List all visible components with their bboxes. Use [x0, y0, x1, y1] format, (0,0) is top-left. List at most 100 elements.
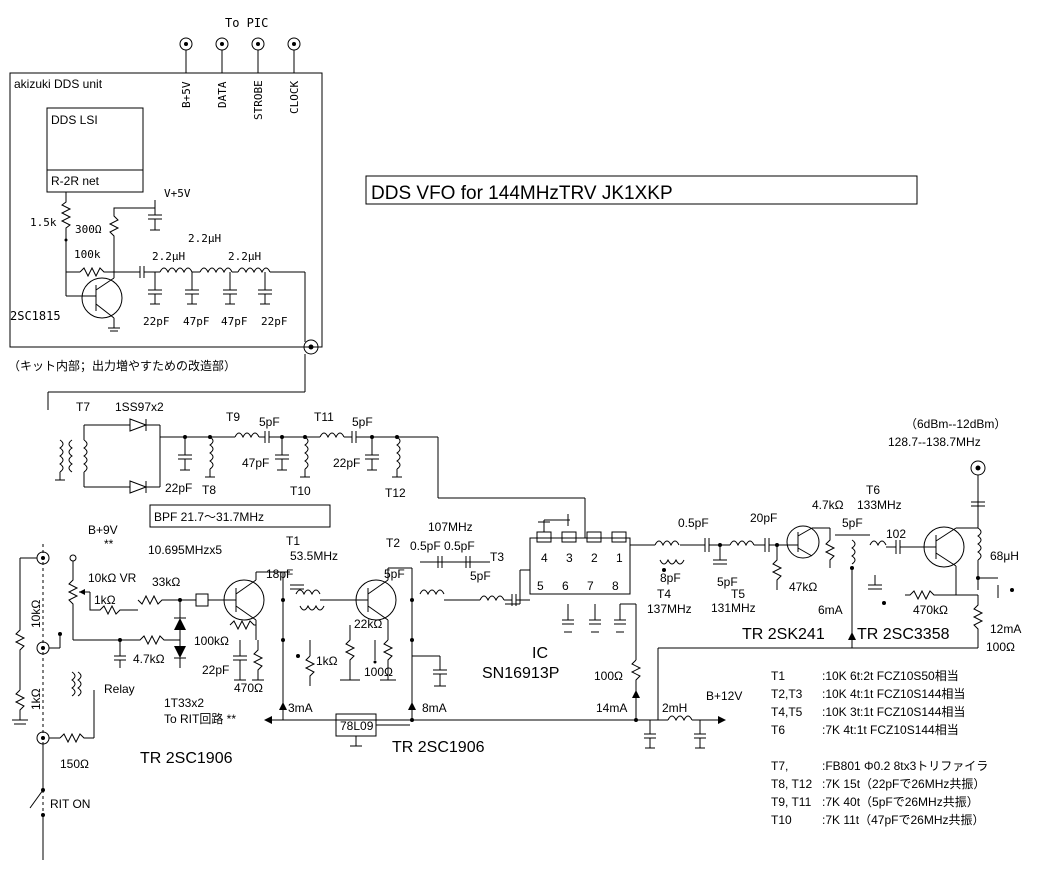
resistor-100-ic	[630, 659, 642, 705]
relay-coil	[71, 671, 76, 697]
svg-text:150Ω: 150Ω	[60, 757, 89, 771]
resistor-100k	[79, 266, 114, 278]
winding-legend: T1 :10K 6t:2t FCZ10S50相当 T2,T3 :10K 4t:1…	[771, 669, 988, 827]
svg-text:T7: T7	[76, 400, 90, 414]
t7-primary	[59, 439, 64, 473]
t10-coil	[304, 436, 309, 470]
svg-text:137MHz: 137MHz	[647, 602, 692, 616]
fet-label: TR 2SK241	[742, 626, 825, 643]
svg-text:Relay: Relay	[104, 682, 135, 696]
svg-text::7K 4t:1t FCZ10S144相当: :7K 4t:1t FCZ10S144相当	[822, 723, 959, 737]
rit-switch[interactable]	[29, 789, 44, 809]
ic-label: IC	[532, 645, 548, 662]
svg-text:22pF: 22pF	[333, 456, 360, 470]
svg-text:131MHz: 131MHz	[711, 601, 756, 615]
svg-text:T6: T6	[866, 483, 880, 497]
pic-connectors	[179, 37, 301, 73]
svg-text:0.5pF: 0.5pF	[410, 539, 441, 553]
page-title: DDS VFO for 144MHzTRV JK1XKP	[371, 183, 673, 204]
svg-text:6mA: 6mA	[818, 603, 843, 617]
diode-1	[129, 418, 148, 432]
ic-sn16913p	[529, 537, 631, 595]
svg-text:5pF: 5pF	[259, 415, 280, 429]
svg-text:6: 6	[562, 579, 569, 593]
svg-text:T4: T4	[657, 587, 671, 601]
crystal	[195, 593, 209, 607]
resistor-47k-gate	[771, 545, 783, 590]
kit-note: （キット内部；出力増やすための改造部）	[8, 358, 236, 373]
shunt-caps	[148, 272, 272, 305]
choke-2mh	[667, 715, 693, 722]
transistor-label: 2SC1815	[10, 309, 61, 323]
t4-coil	[654, 540, 680, 547]
vcc-label: V+5V	[164, 187, 191, 200]
svg-text:T10: T10	[290, 484, 311, 498]
svg-text:22pF: 22pF	[202, 663, 229, 677]
svg-text::10K 3t:1t FCZ10S144相当: :10K 3t:1t FCZ10S144相当	[822, 705, 965, 719]
t5-coil	[729, 540, 755, 547]
dds-lsi-box	[46, 107, 144, 193]
svg-text:20pF: 20pF	[750, 511, 777, 525]
dds-lsi-label: DDS LSI	[51, 113, 98, 127]
svg-text:47kΩ: 47kΩ	[789, 580, 817, 594]
svg-text::10K 4t:1t FCZ10S144相当: :10K 4t:1t FCZ10S144相当	[822, 687, 965, 701]
svg-text:53.5MHz: 53.5MHz	[290, 549, 338, 563]
svg-text:0.5pF: 0.5pF	[678, 516, 709, 530]
inductor-l3	[237, 267, 271, 274]
svg-text:**: **	[104, 537, 114, 551]
t12-coil	[396, 436, 401, 470]
resistor-100-out	[972, 595, 984, 648]
output-level: （6dBm--12dBm）	[905, 417, 1006, 431]
to-pic-label: To PIC	[225, 16, 268, 30]
svg-text:5: 5	[537, 579, 544, 593]
svg-text:1.5k: 1.5k	[30, 216, 57, 229]
svg-text:33kΩ: 33kΩ	[152, 575, 180, 589]
svg-text:10kΩ: 10kΩ	[29, 600, 43, 628]
resistor-100k-osc	[229, 619, 256, 631]
svg-text::10K 6t:2t FCZ10S50相当: :10K 6t:2t FCZ10S50相当	[822, 669, 959, 683]
resistor-33k	[137, 594, 180, 606]
svg-text:T8: T8	[202, 483, 216, 497]
svg-text:1T33x2: 1T33x2	[164, 696, 204, 710]
svg-text:8pF: 8pF	[660, 571, 681, 585]
svg-text:T4,T5: T4,T5	[771, 705, 803, 719]
svg-text:5pF: 5pF	[717, 575, 738, 589]
svg-text:22pF: 22pF	[165, 481, 192, 495]
title-box	[365, 175, 918, 205]
svg-text:100Ω: 100Ω	[986, 640, 1015, 654]
svg-text:470kΩ: 470kΩ	[913, 603, 948, 617]
rit-on-label: RIT ON	[50, 797, 90, 811]
svg-text:T8, T12: T8, T12	[771, 777, 812, 791]
doubler-transistor-label: TR 2SC1906	[392, 739, 485, 756]
t11-coil	[319, 432, 345, 439]
resistor-10k-side	[14, 620, 26, 665]
ic-part: SN16913P	[482, 665, 559, 682]
rf-output-connector	[970, 460, 986, 476]
svg-text:100k: 100k	[74, 248, 101, 261]
svg-text:133MHz: 133MHz	[857, 498, 902, 512]
svg-text:T1: T1	[771, 669, 785, 683]
svg-text::7K 40t（5pFで26MHz共振）: :7K 40t（5pFで26MHz共振）	[822, 795, 979, 809]
t6-coil	[851, 539, 856, 565]
svg-text:T3: T3	[490, 550, 504, 564]
resistor-1k-side	[14, 689, 26, 720]
transistor-2sc3358	[923, 526, 965, 568]
svg-text::7K 15t（22pFで26MHz共振）: :7K 15t（22pFで26MHz共振）	[822, 777, 985, 791]
svg-text:T2: T2	[386, 536, 400, 550]
pin-clock: CLOCK	[288, 81, 301, 114]
pin-bplus5v: B+5V	[180, 81, 193, 108]
svg-text:T7,: T7,	[771, 759, 788, 773]
bpf-label: BPF 21.7〜31.7MHz	[154, 510, 264, 524]
choke-68uh	[977, 527, 982, 561]
svg-text:1kΩ: 1kΩ	[29, 688, 43, 710]
inductor-l1	[159, 267, 193, 274]
bplus12v-label: B+12V	[706, 689, 742, 703]
svg-text:5pF: 5pF	[470, 569, 491, 583]
svg-text:1kΩ: 1kΩ	[316, 654, 338, 668]
b9v-terminal	[69, 554, 77, 562]
svg-text::7K 11t（47pFで26MHz共振）: :7K 11t（47pFで26MHz共振）	[822, 813, 985, 827]
t3-coil	[479, 595, 505, 602]
svg-text:1: 1	[616, 551, 623, 565]
t2-coil	[419, 589, 445, 596]
